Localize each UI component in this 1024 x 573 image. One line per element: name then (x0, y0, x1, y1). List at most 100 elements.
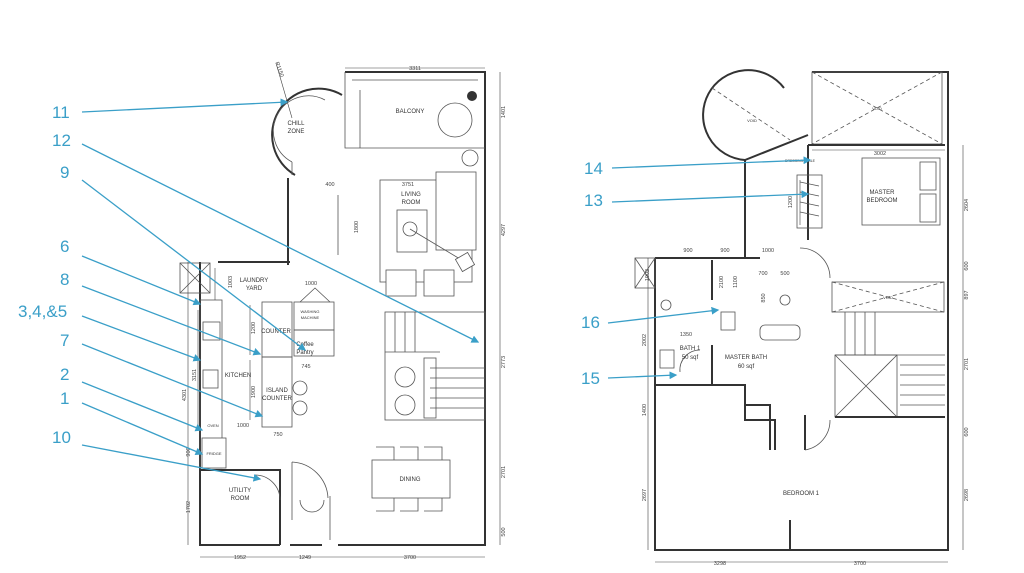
room-label-master-bedroom: MASTER (869, 190, 895, 196)
label-void: VOID (872, 106, 882, 111)
callout-number: 12 (52, 131, 71, 150)
dim-oven: 1000 (237, 423, 249, 429)
bedroom1-door (804, 419, 831, 451)
label-void: VOID (747, 118, 757, 123)
label-void: VOID (883, 295, 893, 300)
callout-arrow (81, 343, 264, 418)
washer-roof (299, 287, 331, 303)
dim-height: 850 (761, 293, 767, 302)
callout-arrow (81, 444, 262, 482)
dim-bath-width: 1350 (680, 332, 692, 338)
room-label-bedroom-1: BEDROOM 1 (783, 491, 820, 497)
lower-floor-plan: CHILL ZONE BALCONY LIVING ROOM LAUNDRY Y… (179, 61, 507, 561)
interior-wall (218, 178, 290, 265)
exterior-wall (199, 71, 486, 546)
toilet (660, 299, 672, 311)
dim-top: 900 (683, 248, 692, 254)
callout-arrow (81, 402, 204, 456)
side-table (454, 251, 476, 273)
dim-wardrobe: 1200 (788, 196, 794, 208)
island-counter (261, 356, 293, 428)
dim-right: 2773 (501, 356, 507, 368)
dim-right: 2698 (964, 489, 970, 501)
callout-arrow (81, 179, 307, 351)
room-label-kitchen: KITCHEN (225, 373, 251, 379)
room-label-bath-1-area: 50 sqf (682, 355, 699, 361)
bathtub (759, 324, 801, 341)
callout-number: 1 (60, 389, 69, 408)
utility-room-wall (200, 469, 281, 545)
room-label-utility: ROOM (231, 496, 250, 502)
main-door (291, 461, 331, 540)
room-label-master-bedroom: BEDROOM (866, 198, 897, 204)
dim-radius: R1150 (273, 61, 284, 78)
callout-number: 8 (60, 270, 69, 289)
callout-number: 13 (584, 191, 603, 210)
dim-laundry: 1003 (228, 276, 234, 288)
dim-top: 900 (720, 248, 729, 254)
callout-number: 7 (60, 331, 69, 350)
room-label-laundry: YARD (246, 286, 263, 292)
room-label-living: LIVING (401, 192, 421, 198)
dim-left: 1400 (642, 404, 648, 416)
bar-stool (292, 380, 308, 396)
dim-right: 600 (964, 261, 970, 270)
callouts: 11 12 9 6 8 3,4,&5 7 2 1 10 14 13 16 15 (18, 98, 812, 482)
dim-top: 3311 (409, 66, 421, 72)
dimension-lines (647, 145, 964, 563)
dim-left: 2697 (642, 489, 648, 501)
chill-zone-wall (271, 87, 343, 176)
dim-washer: 1000 (305, 281, 317, 287)
dim-right: 1401 (501, 106, 507, 118)
room-label-dining: DINING (400, 477, 421, 483)
room-label-chill-zone: ZONE (288, 129, 305, 135)
dim-left: 900 (186, 447, 192, 456)
dim-right: 897 (964, 290, 970, 299)
dim-pantry: 745 (301, 364, 310, 370)
dim-tv: 1800 (354, 221, 360, 233)
callout-arrow (81, 255, 202, 306)
coffee-pantry (293, 329, 335, 357)
dim-island-width: 750 (273, 432, 282, 438)
dining-chairs (376, 446, 443, 512)
wardrobe (796, 174, 823, 229)
bedroom-door (799, 247, 831, 279)
void-cross (834, 354, 898, 418)
room-label-living: ROOM (402, 200, 421, 206)
callout-number: 15 (581, 369, 600, 388)
callout-arrow (81, 143, 480, 343)
callout-arrow (81, 285, 262, 356)
callout-arrow (611, 190, 810, 203)
column-round (461, 149, 479, 167)
dim-bottom: 3700 (854, 561, 866, 567)
pillow (919, 193, 937, 223)
stair-treads (385, 312, 485, 409)
dim-bottom: 1952 (234, 555, 246, 561)
wardrobe-hangers (799, 181, 820, 217)
sofa (435, 171, 477, 251)
dim-bottom: 1249 (299, 555, 311, 561)
bedroom1-wall (744, 405, 945, 550)
dim-top: 1000 (762, 248, 774, 254)
upper-floor-plan: MASTER BEDROOM DRESSING TABLE VOID VOID … (634, 69, 970, 567)
dim-bed-width: 3002 (874, 151, 886, 157)
armchair (423, 269, 455, 297)
room-label-master-bath: MASTER BATH (725, 355, 767, 361)
label-coffee-pantry: Pantry (296, 350, 313, 356)
coffee-table-top (402, 221, 418, 237)
pillow (919, 161, 937, 191)
void-diagonal (711, 87, 791, 141)
dim-right: 600 (964, 427, 970, 436)
dim-left: 1702 (186, 501, 192, 513)
radius-line (275, 62, 293, 119)
dim-bottom: 3700 (404, 555, 416, 561)
bed (861, 157, 941, 226)
dining-table (371, 459, 451, 499)
coffee-table (396, 209, 428, 253)
callout-arrow (81, 315, 202, 362)
dim-right: 2701 (501, 466, 507, 478)
dim-right: 2701 (964, 358, 970, 370)
callout-number: 14 (584, 159, 603, 178)
dim-height: 1100 (733, 276, 739, 288)
